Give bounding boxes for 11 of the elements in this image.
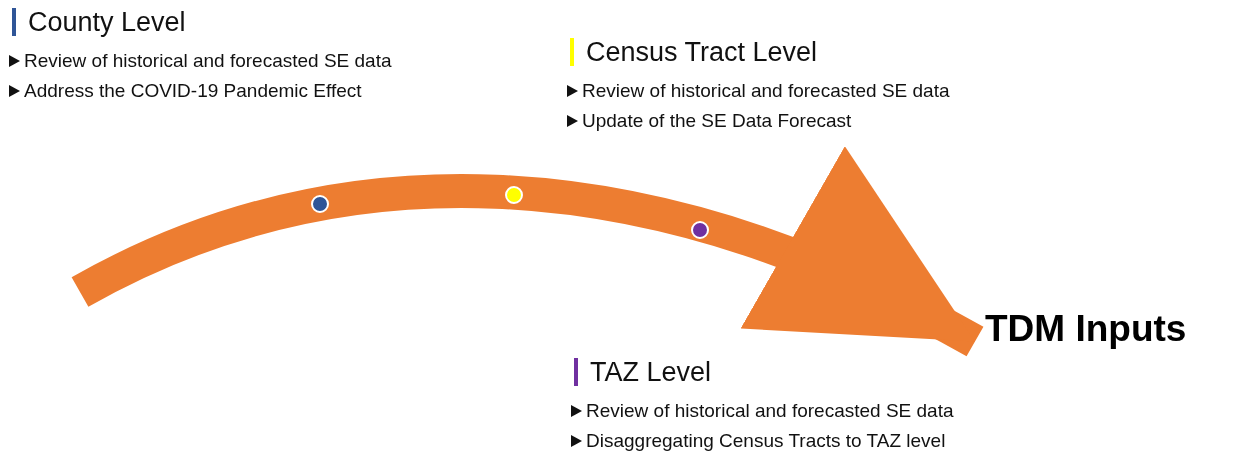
bullet-item: Review of historical and forecasted SE data bbox=[8, 50, 392, 72]
curved-arrow bbox=[72, 150, 983, 357]
level-heading: Census Tract Level bbox=[570, 38, 818, 66]
bullet-item: Disaggregating Census Tracts to TAZ level bbox=[570, 430, 954, 452]
level-heading: TAZ Level bbox=[574, 358, 712, 386]
bullet-item: Review of historical and forecasted SE data bbox=[570, 400, 954, 422]
bullet-item: Update of the SE Data Forecast bbox=[566, 110, 950, 132]
bullet-item: Review of historical and forecasted SE data bbox=[566, 80, 950, 102]
bullet-item: Address the COVID-19 Pandemic Effect bbox=[8, 80, 392, 102]
target-label: TDM Inputs bbox=[985, 308, 1187, 350]
level-heading: County Level bbox=[12, 8, 186, 36]
